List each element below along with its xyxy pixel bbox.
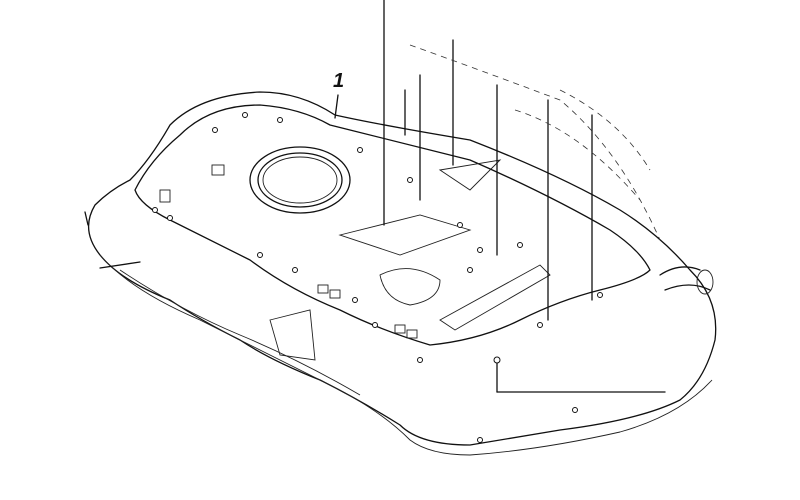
leader-lines	[84, 0, 666, 393]
tank-top-face	[134, 104, 651, 346]
pump-flange	[249, 146, 351, 214]
part-callout-1: 1	[333, 70, 345, 92]
mounting-holes	[152, 112, 603, 443]
